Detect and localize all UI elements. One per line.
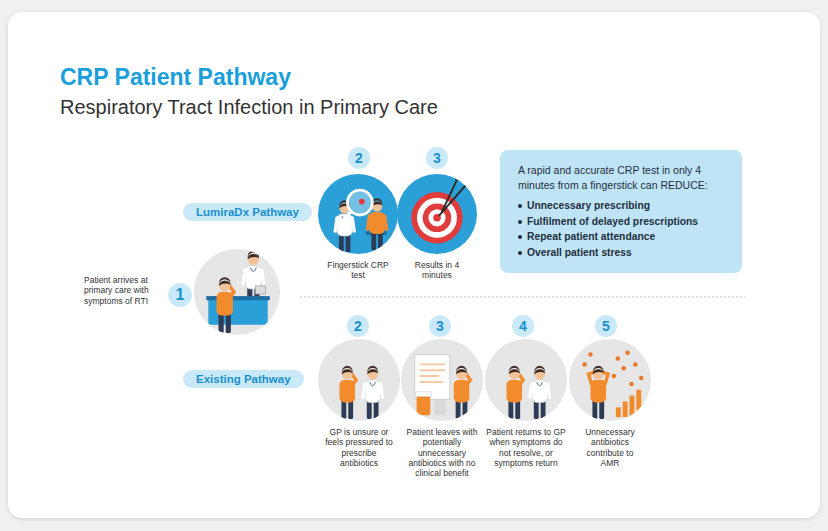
pathway-label-text: Existing Pathway — [196, 373, 291, 385]
info-box: A rapid and accurate CRP test in only 4 … — [500, 150, 742, 273]
illustration-art — [318, 174, 398, 254]
info-bullet: Overall patient stress — [518, 245, 726, 260]
step-number-text: 2 — [354, 318, 362, 334]
step-number: 4 — [512, 315, 534, 337]
illustration-art — [194, 249, 280, 335]
step-number-text: 4 — [519, 318, 527, 334]
dotted-divider — [300, 297, 745, 298]
illustration-circle: Patient leaves with potentially unnecess… — [401, 339, 483, 421]
pathway-label: LumiraDx Pathway — [183, 203, 312, 221]
step-number: 3 — [429, 315, 451, 337]
step-number: 5 — [595, 315, 617, 337]
step-number: 2 — [348, 147, 370, 169]
info-bullet: Repeat patient attendance — [518, 229, 726, 244]
step-number-text: 5 — [602, 318, 610, 334]
pathway-label: Existing Pathway — [183, 370, 304, 388]
step-number-text: 2 — [355, 150, 363, 166]
step-number-text: 1 — [176, 286, 185, 304]
illustration-circle: Fingerstick CRP test — [318, 174, 398, 254]
step-number: 1 — [168, 283, 192, 307]
info-bullet: Unnecessary prescribing — [518, 198, 726, 213]
step-number: 2 — [347, 315, 369, 337]
illustration-art — [318, 339, 400, 421]
illustration-art — [569, 339, 651, 421]
illustration-circle: Unnecessary antibiotics contribute to AM… — [569, 339, 651, 421]
info-bullet: Fulfilment of delayed prescriptions — [518, 214, 726, 229]
info-intro: A rapid and accurate CRP test in only 4 … — [518, 163, 726, 192]
step-number-text: 3 — [433, 150, 441, 166]
illustration-circle: GP is unsure or feels pressured to presc… — [318, 339, 400, 421]
illustration-art — [485, 339, 567, 421]
illustration-art — [401, 339, 483, 421]
pathway-label-text: LumiraDx Pathway — [196, 206, 299, 218]
step-caption: Unnecessary antibiotics contribute to AM… — [578, 427, 642, 468]
illustration-art — [397, 174, 477, 254]
illustration-circle: Patient arrives at primary care with sym… — [194, 249, 280, 335]
step-caption: Fingerstick CRP test — [325, 260, 391, 281]
step-caption: Patient arrives at primary care with sym… — [84, 275, 162, 306]
step-caption: Patient leaves with potentially unnecess… — [402, 427, 482, 479]
step-number: 3 — [426, 147, 448, 169]
illustration-circle: Results in 4 minutes — [397, 174, 477, 254]
step-caption: Results in 4 minutes — [402, 260, 472, 281]
step-caption: Patient returns to GP when symptoms do n… — [486, 427, 566, 468]
subtitle-text: Respiratory Tract Infection in Primary C… — [60, 96, 438, 119]
diagram-title: CRP Patient Pathway — [60, 64, 291, 91]
step-number-text: 3 — [436, 318, 444, 334]
illustration-circle: Patient returns to GP when symptoms do n… — [485, 339, 567, 421]
step-caption: GP is unsure or feels pressured to presc… — [324, 427, 394, 468]
